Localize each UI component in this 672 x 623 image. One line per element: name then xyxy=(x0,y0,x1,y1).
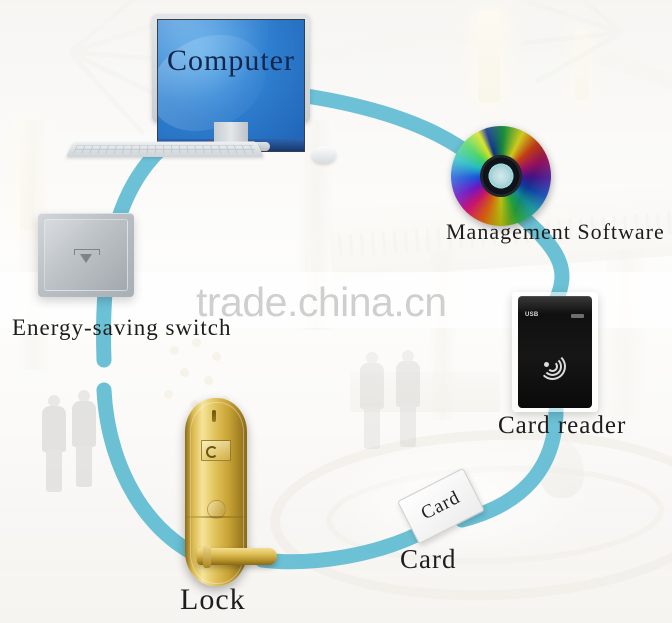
link-card-to-lock xyxy=(254,520,438,570)
label-lock: Lock xyxy=(180,583,246,616)
energy-saving-switch-icon xyxy=(38,213,134,297)
reader-status-led xyxy=(571,314,584,318)
rfid-card-reader-icon: USB xyxy=(512,292,598,412)
insert-card-arrow-icon xyxy=(71,248,101,265)
label-card-reader: Card reader xyxy=(498,412,627,439)
key-card-face-text: Card xyxy=(417,486,464,525)
screen-title-text: Computer xyxy=(167,44,295,77)
link-reader-to-card xyxy=(454,402,564,528)
switch-body xyxy=(38,213,134,297)
label-management-software: Management Software xyxy=(446,219,665,244)
lock-card-window xyxy=(201,440,231,461)
keyboard-icon xyxy=(66,141,264,157)
mouse-icon xyxy=(312,146,336,163)
lock-plate-seam xyxy=(186,516,246,518)
monitor-stand-neck xyxy=(214,122,248,144)
rfid-wave-icon xyxy=(538,348,572,382)
door-lock-icon xyxy=(185,398,277,586)
reader-body: USB xyxy=(518,296,592,408)
reader-usb-logo: USB xyxy=(525,312,539,318)
label-card: Card xyxy=(400,544,457,574)
lock-handle xyxy=(197,545,277,568)
label-energy-saving-switch: Energy-saving switch xyxy=(12,315,232,340)
lock-keyhole xyxy=(212,410,216,422)
link-software-to-reader xyxy=(512,207,570,308)
lock-button xyxy=(207,500,226,519)
screen-title: Computer xyxy=(158,44,304,78)
watermark: trade.china.cn xyxy=(196,279,447,325)
